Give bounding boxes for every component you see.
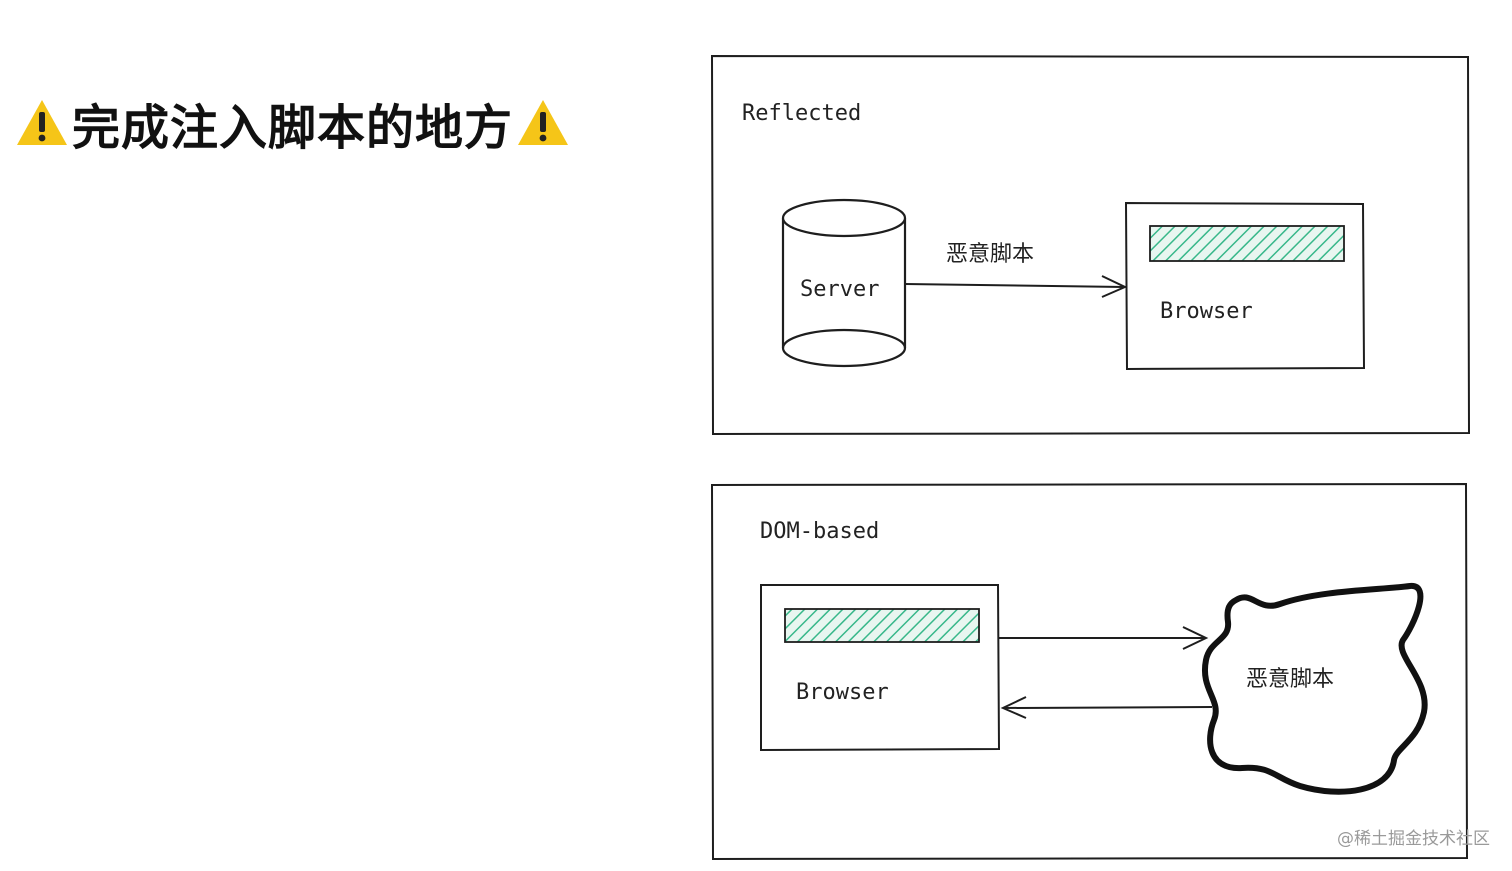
reflected-title: Reflected	[742, 101, 861, 126]
arrow-label: 恶意脚本	[946, 242, 1034, 267]
warning-icon	[518, 100, 569, 145]
browser-label: Browser	[1160, 299, 1253, 324]
server-label: Server	[800, 277, 879, 302]
browser-box: Browser	[1124, 201, 1366, 371]
cloud-label: 恶意脚本	[1246, 667, 1334, 692]
malicious-script-cloud: 恶意脚本	[1201, 583, 1428, 795]
page-title: 完成注入脚本的地方	[72, 100, 514, 156]
dom-browser-box: Browser	[760, 584, 1001, 752]
dom-arrows	[999, 626, 1213, 719]
warning-icon	[17, 100, 67, 145]
dom-browser-label: Browser	[796, 680, 889, 705]
server-cylinder: Server	[781, 198, 907, 368]
dom-title: DOM-based	[760, 519, 879, 544]
watermark: @稀土掘金技术社区	[1337, 829, 1490, 849]
dom-frame	[710, 482, 1469, 861]
reflected-frame	[710, 54, 1471, 436]
reflected-arrow: 恶意脚本	[904, 242, 1128, 298]
reflected-panel: Reflected Server 恶意脚本 Browser	[710, 54, 1471, 436]
dom-based-panel: DOM-based Browser 恶意脚本	[710, 482, 1469, 861]
dom-browser-address-bar	[784, 608, 980, 643]
browser-address-bar	[1149, 225, 1345, 262]
page-heading: 完成注入脚本的地方	[14, 88, 571, 158]
